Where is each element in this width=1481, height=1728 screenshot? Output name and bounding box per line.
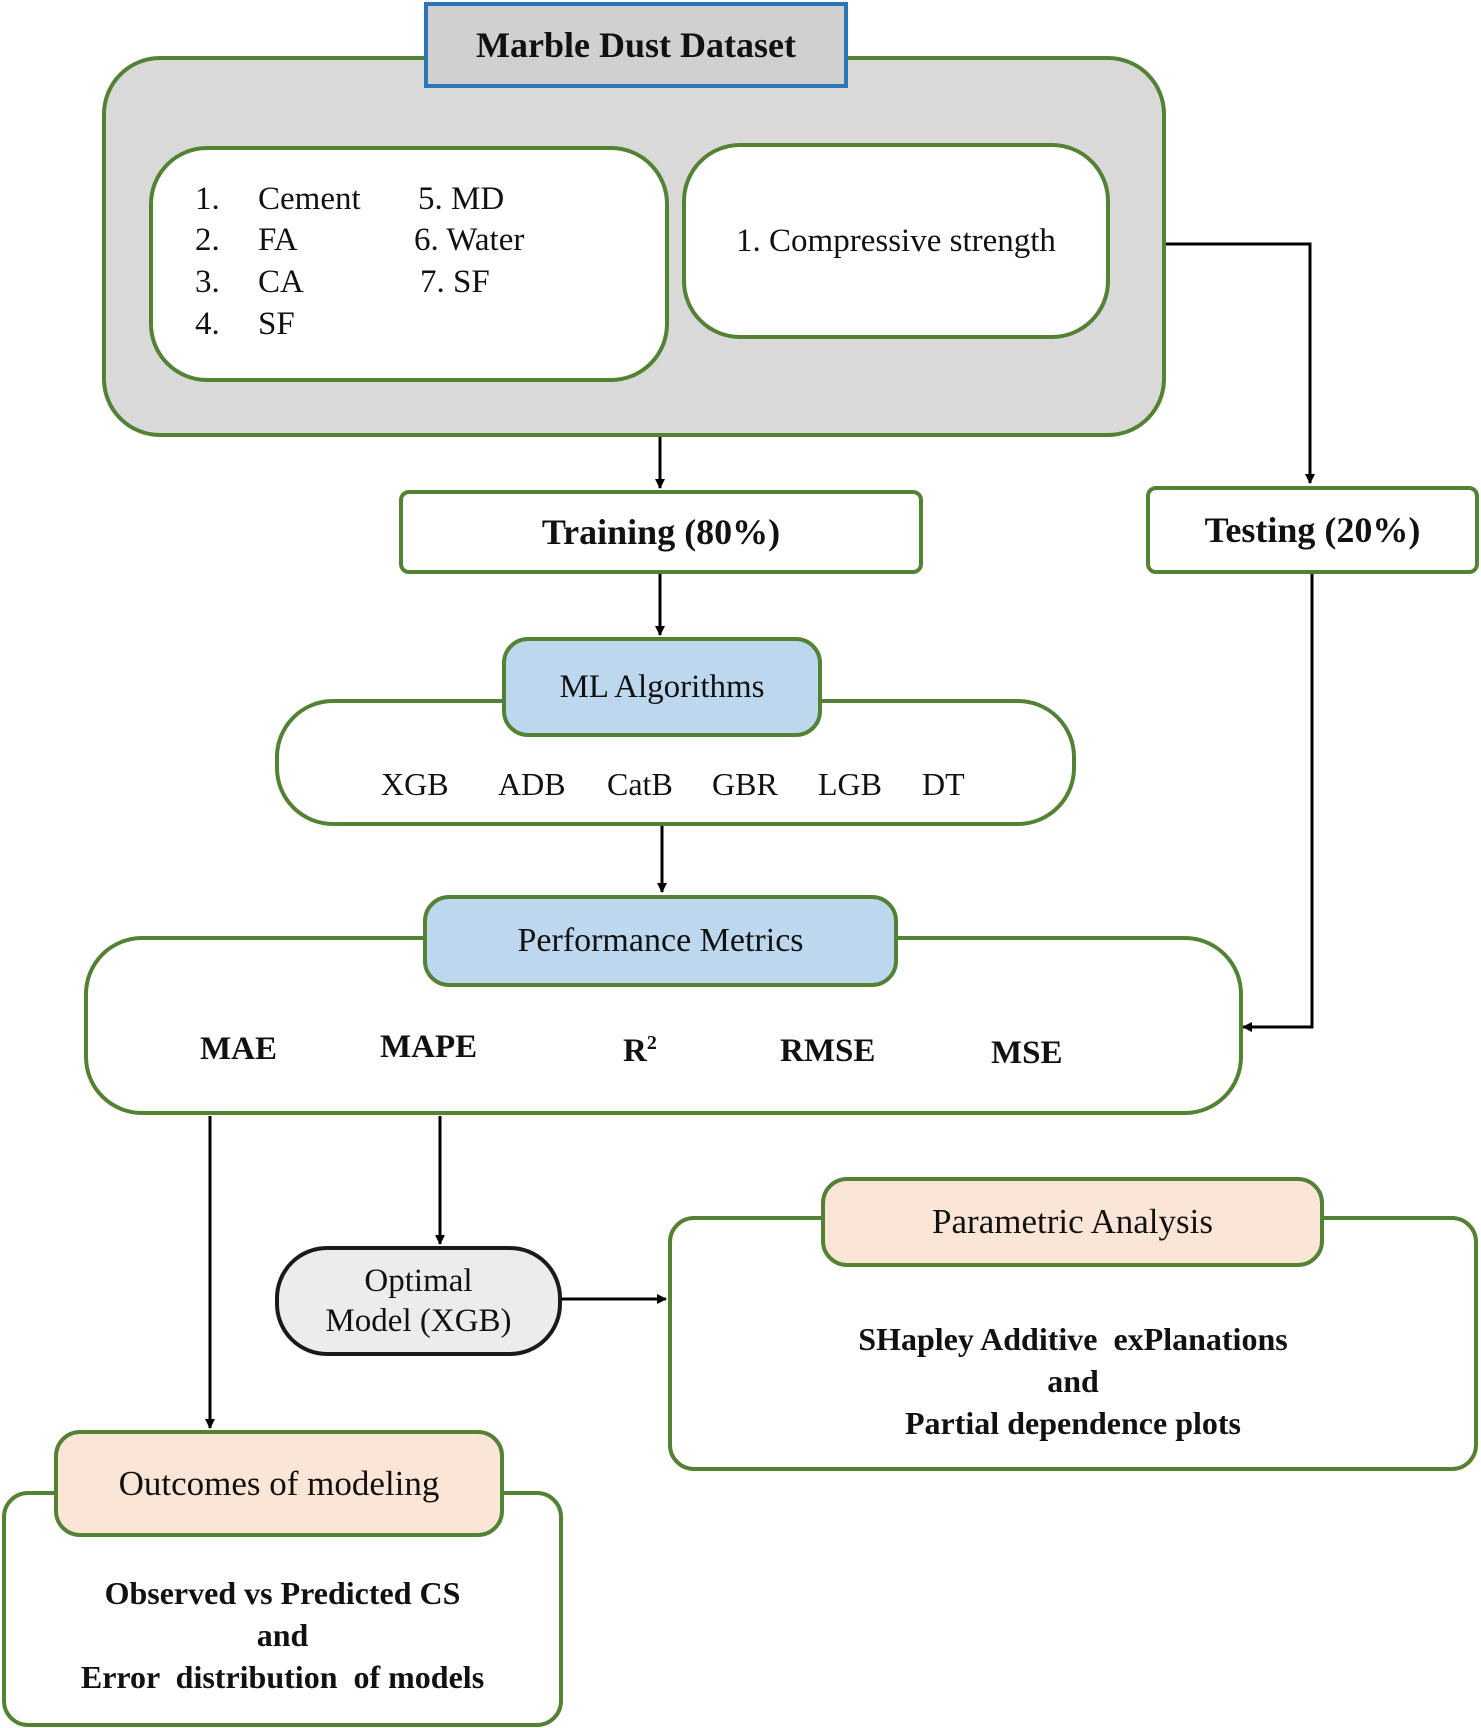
- outcomes-text: Observed vs Predicted CS and Error distr…: [2, 1570, 563, 1700]
- metrics-title: Performance Metrics: [423, 895, 898, 987]
- algorithms-title: ML Algorithms: [502, 637, 822, 737]
- arrow-dataset-to-testing: [1165, 242, 1315, 484]
- algo-dt: DT: [922, 766, 965, 802]
- metric-r2-base: R: [623, 1033, 647, 1069]
- output-target-box: 1. Compressive strength: [682, 143, 1110, 339]
- outcomes-line-3: Error distribution of models: [80, 1659, 485, 1695]
- input-1-num: 1.: [195, 181, 220, 217]
- metric-mae: MAE: [200, 1031, 277, 1067]
- metric-rmse: RMSE: [780, 1033, 876, 1069]
- input-6-label: 6. Water: [414, 222, 525, 258]
- outcomes-title: Outcomes of modeling: [54, 1430, 504, 1537]
- input-7-label: 7. SF: [420, 264, 490, 300]
- optimal-model-box: Optimal Model (XGB): [275, 1246, 562, 1356]
- parametric-line-3: Partial dependence plots: [905, 1405, 1241, 1441]
- training-box: Training (80%): [399, 490, 923, 574]
- input-2-label: FA: [258, 222, 298, 258]
- outcomes-line-1: Observed vs Predicted CS: [104, 1575, 461, 1611]
- output-label: 1. Compressive strength: [736, 222, 1056, 259]
- input-2-num: 2.: [195, 222, 220, 258]
- algo-xgb: XGB: [381, 766, 449, 802]
- input-features-box: [149, 146, 669, 382]
- arrow-testing-to-metrics: [1242, 574, 1314, 1032]
- parametric-title: Parametric Analysis: [821, 1177, 1324, 1267]
- input-4-num: 4.: [195, 306, 220, 342]
- testing-box: Testing (20%): [1146, 486, 1479, 574]
- algo-catb: CatB: [607, 766, 673, 802]
- algo-adb: ADB: [498, 766, 566, 802]
- optimal-line-1: Optimal: [364, 1263, 473, 1299]
- parametric-line-1: SHapley Additive exPlanations: [858, 1321, 1288, 1357]
- parametric-box: [668, 1216, 1478, 1471]
- input-3-num: 3.: [195, 264, 220, 300]
- input-5-label: 5. MD: [418, 181, 505, 217]
- input-3-label: CA: [258, 264, 304, 300]
- outcomes-line-2: and: [256, 1617, 309, 1653]
- algo-lgb: LGB: [818, 766, 882, 802]
- input-1-label: Cement: [258, 181, 361, 217]
- metric-mape: MAPE: [380, 1029, 478, 1065]
- dataset-title: Marble Dust Dataset: [424, 2, 848, 88]
- algo-gbr: GBR: [712, 766, 778, 802]
- parametric-line-2: and: [1047, 1363, 1099, 1399]
- metric-r2: R2: [623, 1032, 657, 1070]
- metric-mse: MSE: [991, 1035, 1063, 1071]
- parametric-text: SHapley Additive exPlanations and Partia…: [668, 1316, 1478, 1446]
- optimal-line-2: Model (XGB): [325, 1303, 512, 1339]
- metric-r2-superscript: 2: [646, 1032, 657, 1054]
- input-4-label: SF: [258, 306, 295, 342]
